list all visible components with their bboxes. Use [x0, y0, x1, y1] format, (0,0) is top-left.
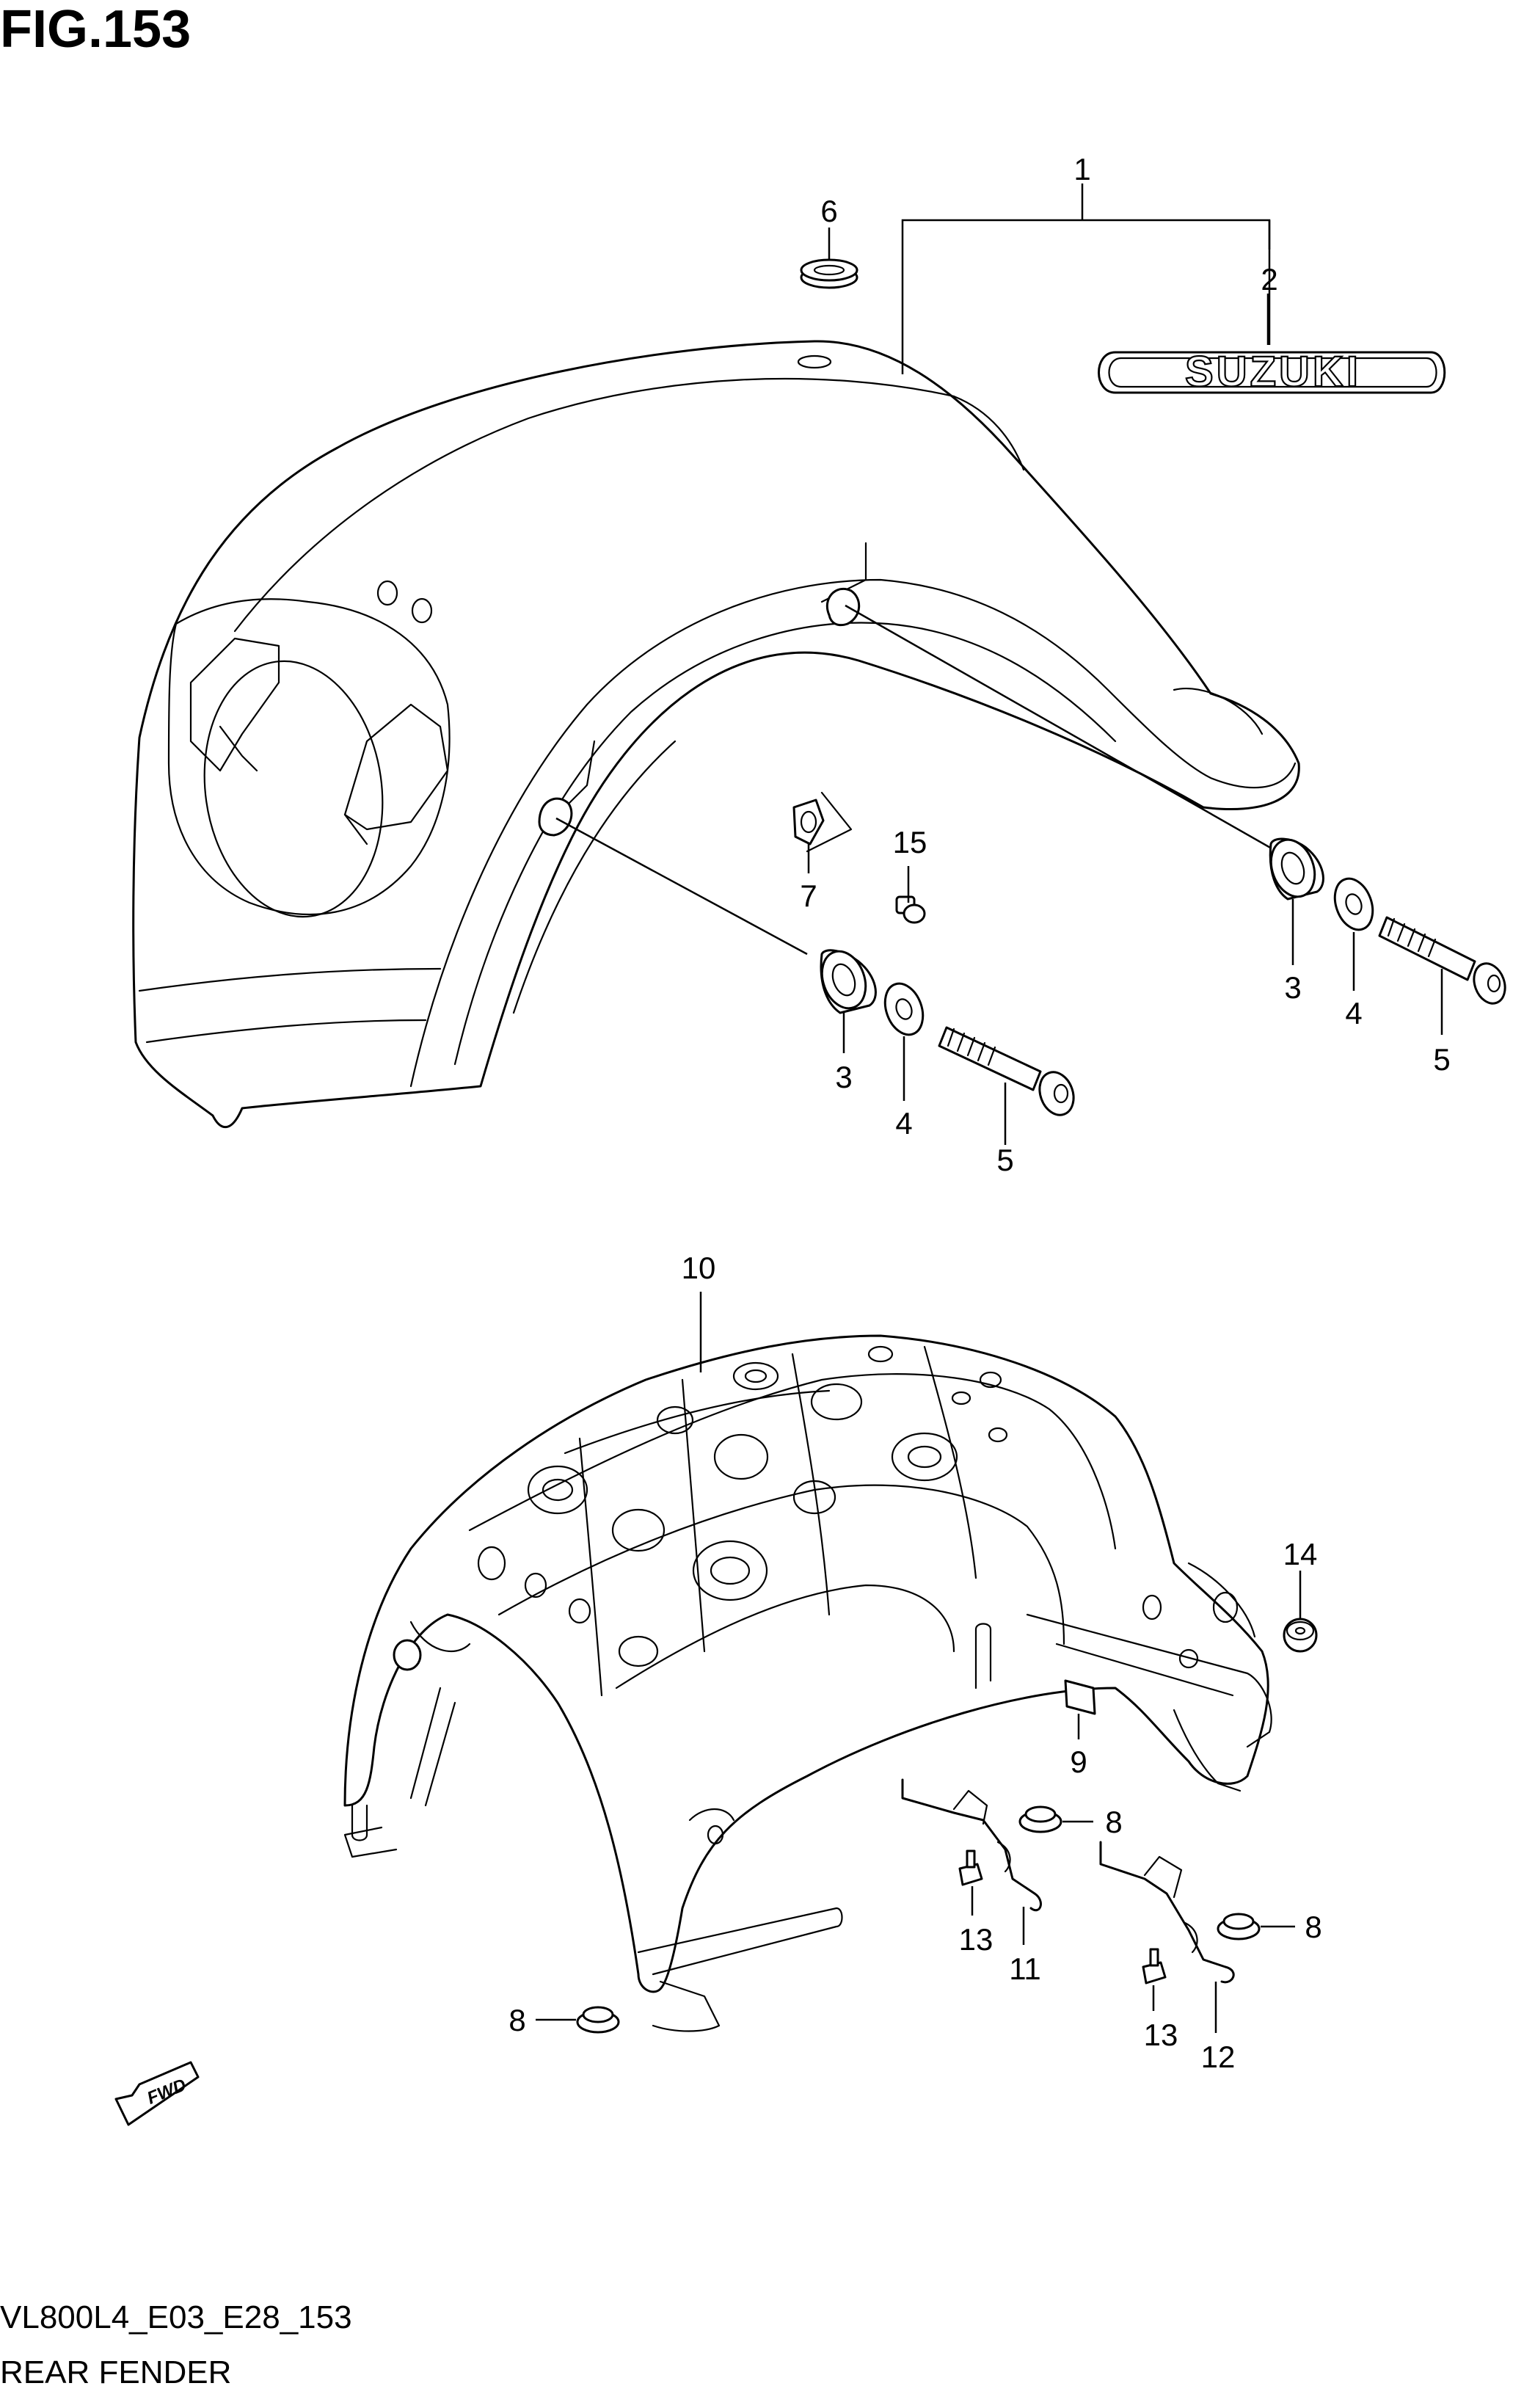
spacer-part-3-left — [820, 949, 877, 1014]
grommet-part-8-c — [576, 2006, 620, 2034]
callout-5-left: 5 — [996, 1143, 1013, 1177]
bracket-part-12 — [1099, 1841, 1235, 1984]
bracket-part-11 — [901, 1778, 1042, 1911]
callout-9: 9 — [1070, 1745, 1087, 1779]
callout-8-a: 8 — [1105, 1805, 1122, 1839]
forward-direction-icon: FWD — [114, 2061, 200, 2126]
figure-title: FIG.153 — [0, 0, 192, 59]
spacer-part-3-right — [1269, 837, 1324, 901]
callout-5-right: 5 — [1433, 1042, 1450, 1077]
callout-8-c: 8 — [508, 2003, 525, 2037]
grommet-part-6 — [800, 258, 858, 289]
washer-part-4-left — [883, 982, 925, 1036]
callout-11: 11 — [1009, 1952, 1041, 1986]
callout-10: 10 — [682, 1251, 716, 1285]
suzuki-emblem-text: SUZUKI — [1185, 348, 1361, 396]
bolt-part-13-b — [1142, 1948, 1167, 1985]
callout-2: 2 — [1261, 262, 1277, 297]
inner-fender-part-10 — [343, 1334, 1272, 2032]
callout-4-right: 4 — [1345, 996, 1362, 1030]
bolt-part-13-a — [958, 1849, 983, 1886]
callout-4-left: 4 — [895, 1106, 912, 1141]
callout-1: 1 — [1073, 152, 1090, 186]
bolt-part-15 — [895, 895, 926, 924]
callout-15: 15 — [893, 825, 927, 859]
callout-3-right: 3 — [1284, 970, 1301, 1005]
nut-part-14 — [1283, 1618, 1318, 1653]
bolt-part-5-left — [938, 1026, 1075, 1116]
callout-8-b: 8 — [1305, 1910, 1321, 1944]
suzuki-emblem-part-2: SUZUKI — [1098, 347, 1446, 396]
callout-14: 14 — [1283, 1537, 1318, 1571]
callout-13-a: 13 — [959, 1922, 994, 1957]
figure-caption: REAR FENDER — [0, 2354, 232, 2390]
washer-part-4-right — [1333, 877, 1374, 931]
label-part-9 — [1064, 1679, 1096, 1715]
callout-12: 12 — [1201, 2040, 1236, 2074]
clip-nut-part-7 — [792, 799, 825, 845]
callout-13-b: 13 — [1144, 2018, 1178, 2052]
model-code: VL800L4_E03_E28_153 — [0, 2299, 352, 2335]
bolt-part-5-right — [1378, 916, 1506, 1005]
rear-fender-part-1 — [132, 340, 1300, 1129]
grommet-part-8-b — [1217, 1913, 1261, 1940]
grommet-part-8-a — [1018, 1805, 1062, 1833]
callout-3-left: 3 — [835, 1060, 852, 1094]
callout-6: 6 — [820, 194, 837, 228]
callout-7: 7 — [800, 879, 817, 913]
